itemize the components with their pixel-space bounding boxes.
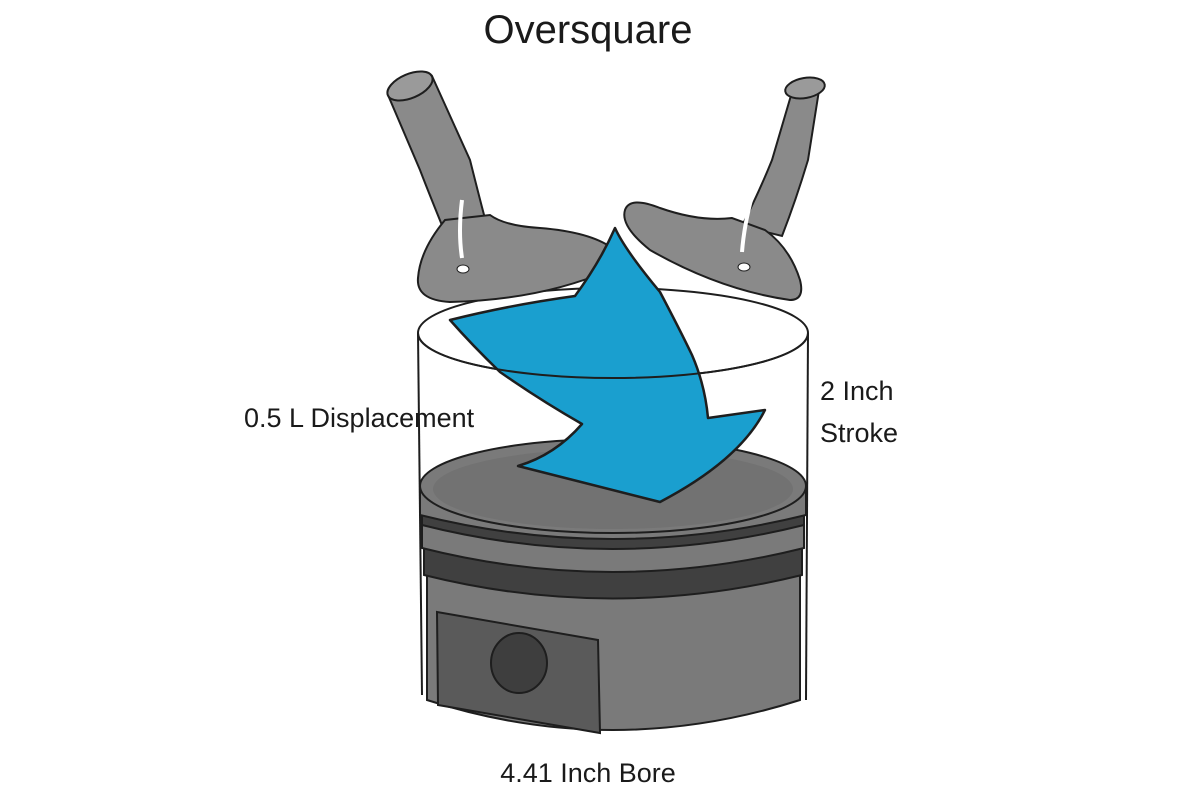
diagram-title: Oversquare	[483, 8, 693, 52]
stroke-label-line2: Stroke	[820, 418, 899, 448]
flow-arrow-icon	[448, 226, 767, 504]
intake-valve-hole	[456, 264, 470, 274]
intake-valve-highlight	[458, 199, 464, 259]
exhaust-valve-stem-tip	[784, 76, 826, 100]
cylinder-wall-right	[805, 332, 809, 701]
displacement-label: 0.5 L Displacement	[244, 403, 475, 433]
bore-label: 4.41 Inch Bore	[500, 758, 676, 788]
intake-valve	[386, 70, 619, 304]
intake-valve-stem-tip	[386, 70, 434, 102]
cylinder-front-rim	[417, 332, 809, 379]
exhaust-valve-highlight	[740, 195, 754, 253]
exhaust-valve-hole	[737, 262, 751, 272]
stroke-label-line1: 2 Inch	[820, 376, 894, 406]
exhaust-valve-head	[623, 201, 803, 302]
wrist-pin	[490, 632, 548, 694]
exhaust-valve	[623, 76, 826, 302]
exhaust-valve-stem	[740, 82, 822, 238]
